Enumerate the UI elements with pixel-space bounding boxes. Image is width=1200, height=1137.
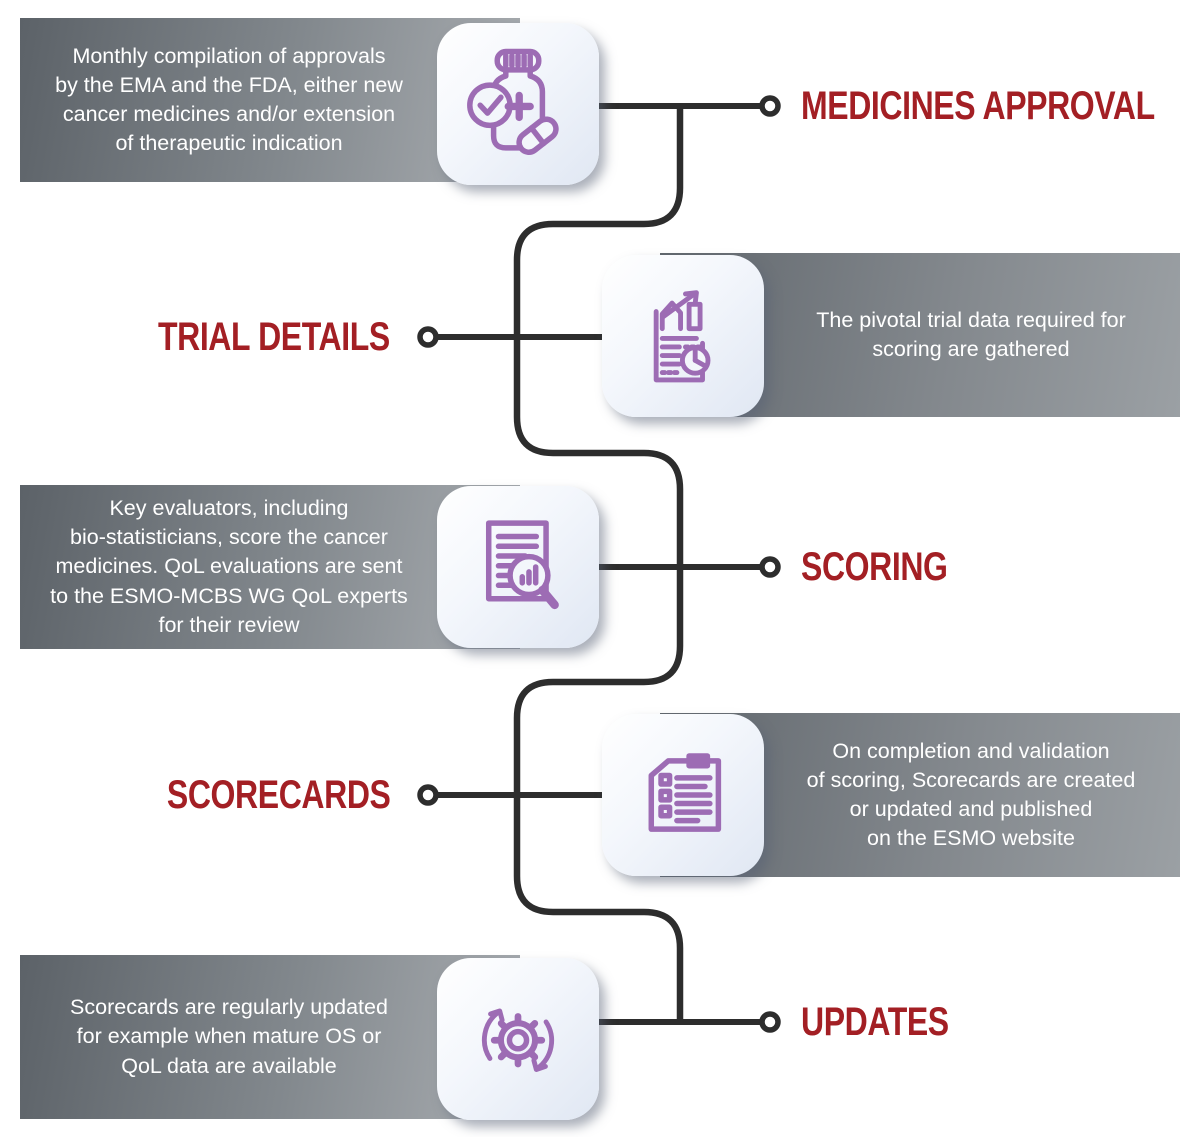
step1-icon-card [437, 23, 599, 185]
step2-icon-card [602, 255, 764, 417]
step3-description-box: Key evaluators, including bio-statistici… [20, 485, 520, 649]
gear-refresh-icon [457, 978, 579, 1100]
medicine-bottle-approval-icon [457, 43, 579, 165]
step4-label: SCORECARDS [166, 773, 390, 817]
step2-description: The pivotal trial data required for scor… [816, 307, 1126, 361]
row3-node-ring [759, 556, 781, 578]
trial-report-chart-icon [622, 275, 744, 397]
step3-description: Key evaluators, including bio-statistici… [50, 496, 408, 637]
step1-description-box: Monthly compilation of approvals by the … [20, 18, 520, 182]
row5-node-ring [759, 1011, 781, 1033]
step5-label: UPDATES [801, 1000, 949, 1044]
step3-icon-card [437, 486, 599, 648]
document-magnifier-icon [457, 506, 579, 628]
step4-icon-card [602, 714, 764, 876]
step1-label: MEDICINES APPROVAL [801, 84, 1155, 128]
step4-description: On completion and validation of scoring,… [806, 738, 1136, 851]
row4-node-ring [417, 784, 439, 806]
step3-label: SCORING [801, 545, 948, 589]
step1-description: Monthly compilation of approvals by the … [55, 43, 403, 156]
step5-description: Scorecards are regularly updated for exa… [70, 995, 388, 1078]
scorecard-list-icon [622, 734, 744, 856]
step5-description-box: Scorecards are regularly updated for exa… [20, 955, 520, 1119]
step5-icon-card [437, 958, 599, 1120]
step2-label: TRIAL DETAILS [158, 315, 390, 359]
row2-node-ring [417, 326, 439, 348]
row1-node-ring [759, 95, 781, 117]
